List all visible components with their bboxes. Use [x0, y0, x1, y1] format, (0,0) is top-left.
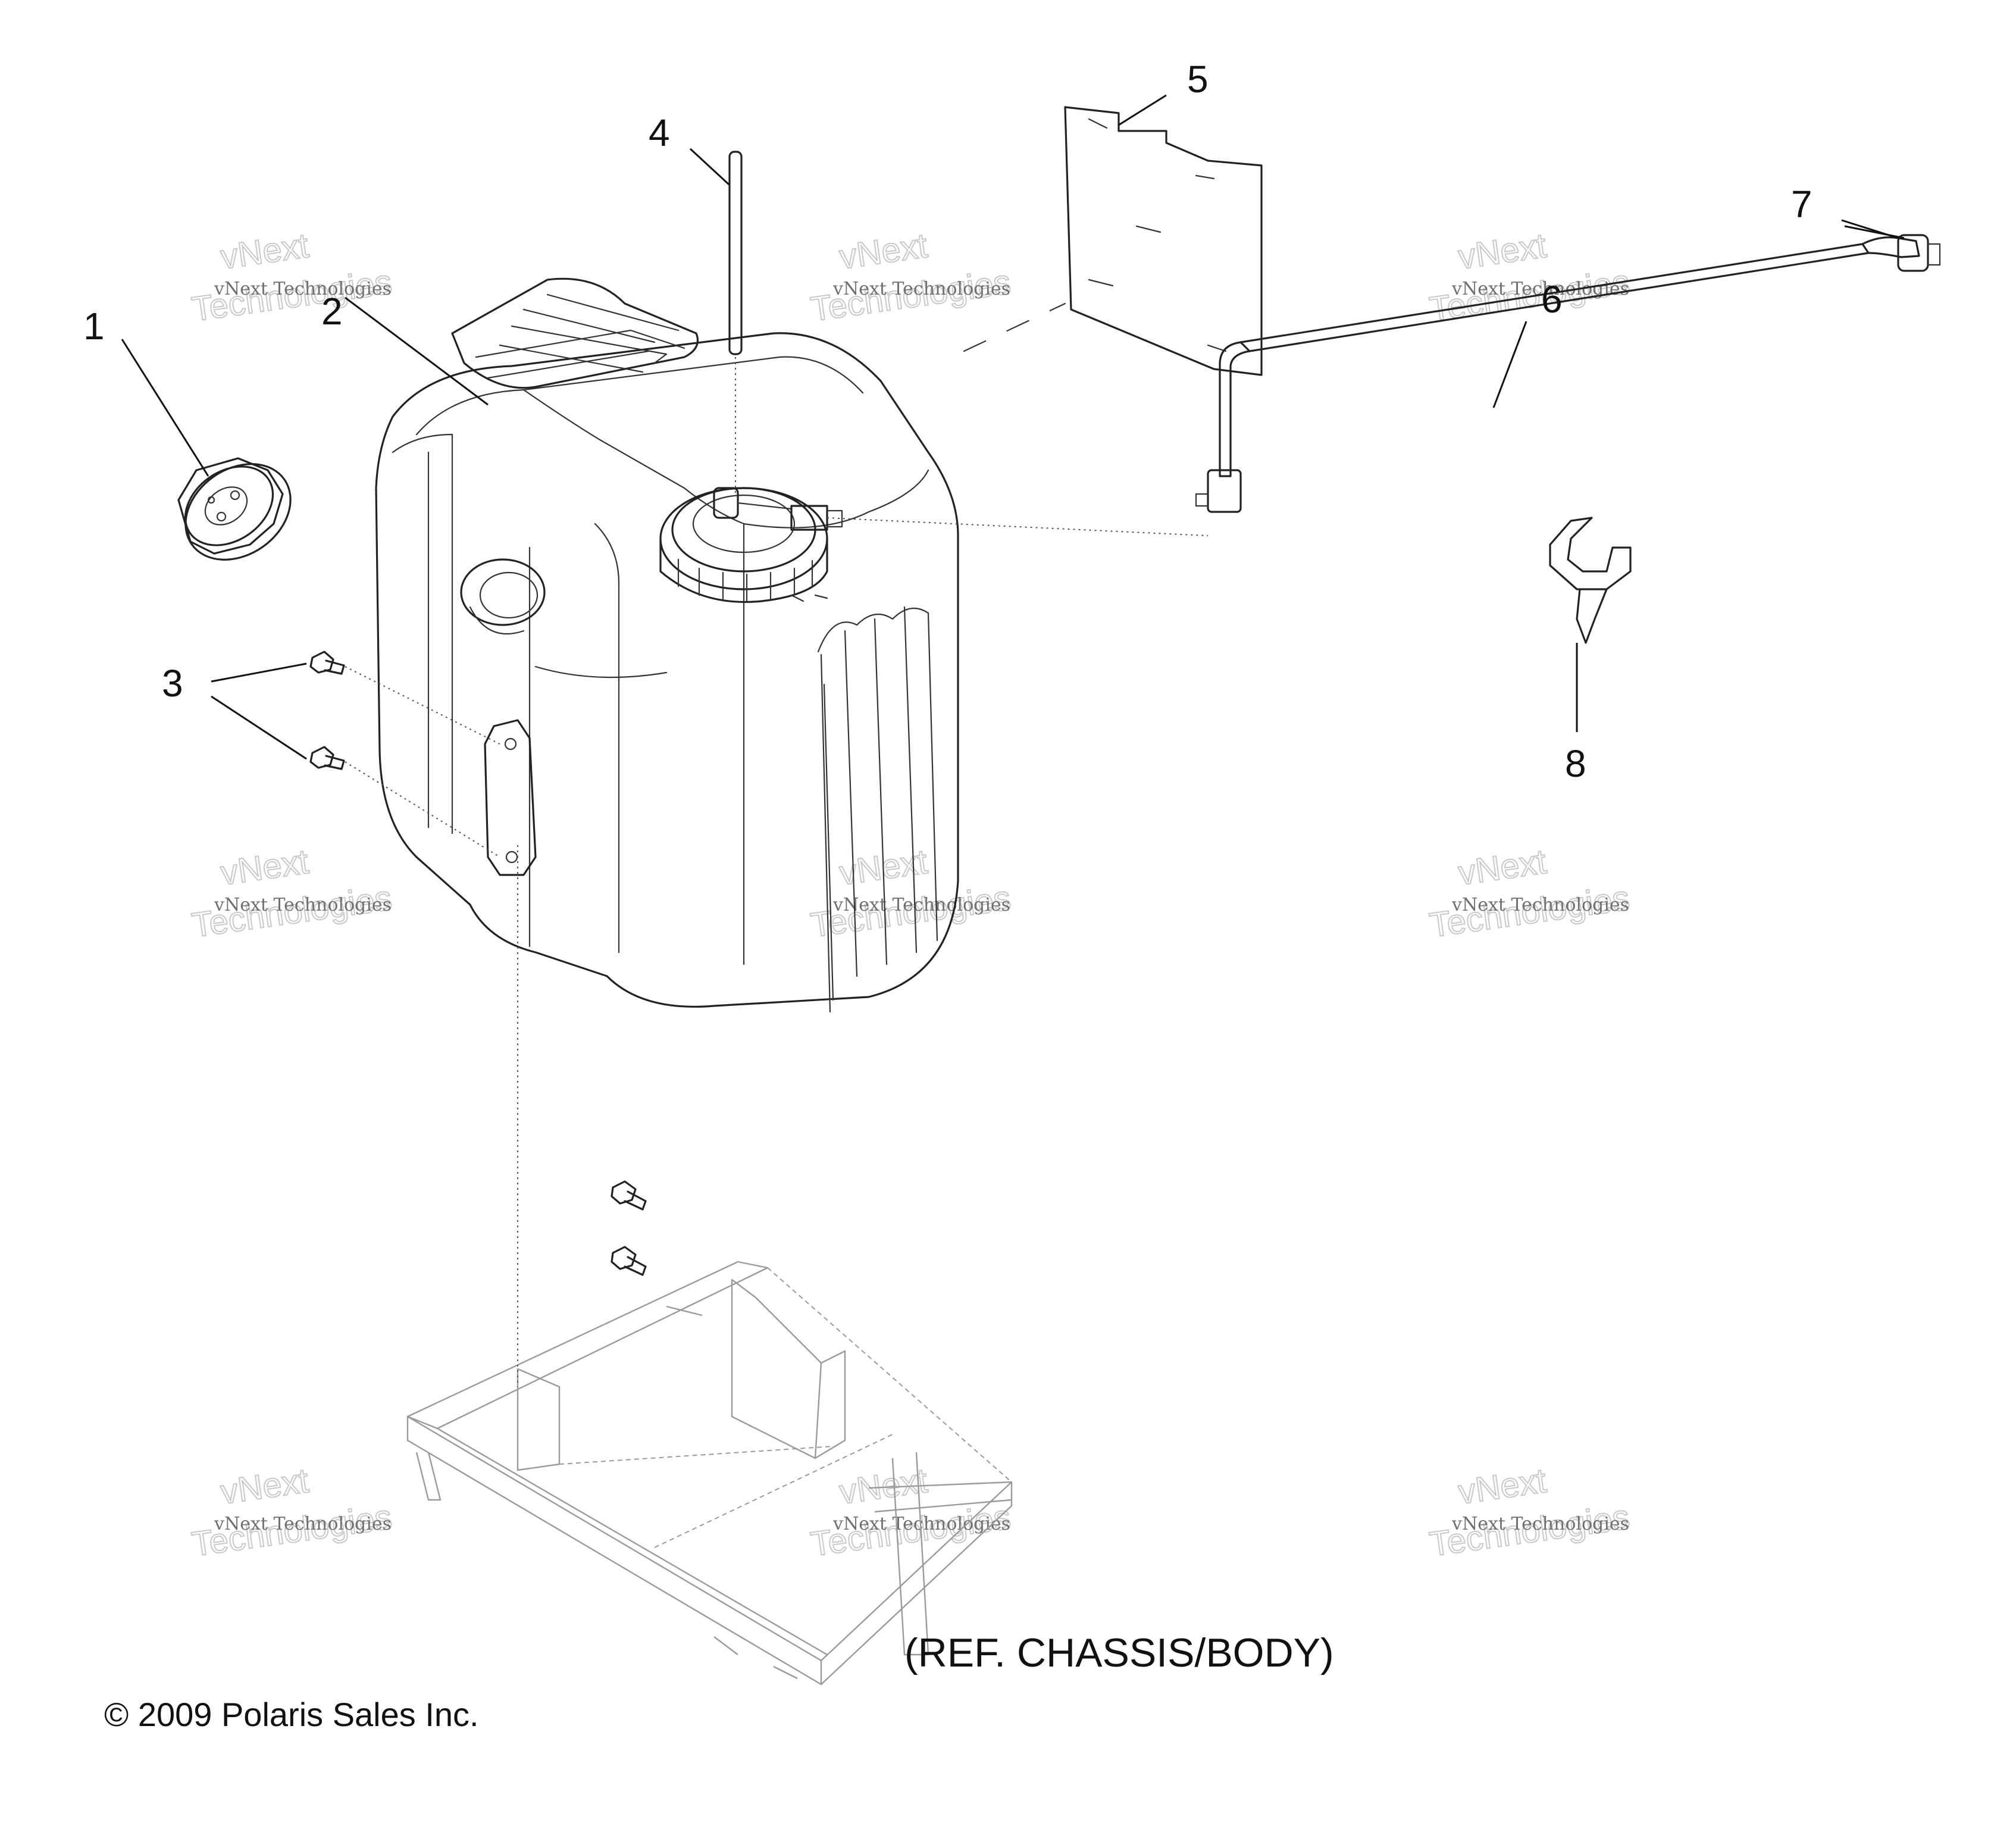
watermark-text: vNext Technologies: [1451, 279, 1629, 299]
watermark-text: vNext Technologies: [1451, 1514, 1629, 1534]
part-vent-tube[interactable]: [728, 151, 743, 494]
part-fuel-line-connector[interactable]: [1861, 234, 1941, 272]
part-decal[interactable]: [963, 106, 1263, 376]
watermark: vNext Technologies vNext Technologies: [1426, 226, 1632, 330]
guide-lines: [345, 666, 500, 858]
watermark: vNext Technologies vNext Technologies: [189, 1461, 395, 1565]
watermark-text: vNext Technologies: [1451, 895, 1629, 915]
part-fuel-cap[interactable]: [167, 445, 309, 580]
callout-8[interactable]: 8: [1565, 742, 1586, 785]
watermark-vnext: vNext: [218, 1461, 311, 1512]
leader-lines: [121, 94, 1905, 760]
watermark-vnext: vNext: [1456, 226, 1549, 277]
watermark-text: vNext Technologies: [832, 279, 1010, 299]
ref-chassis: [406, 845, 1013, 1686]
callout-4[interactable]: 4: [649, 111, 670, 154]
watermark-vnext: vNext: [1456, 1461, 1549, 1512]
reference-note: (REF. CHASSIS/BODY): [904, 1630, 1334, 1675]
watermark-vnext: vNext: [218, 842, 311, 893]
watermark-text: vNext Technologies: [214, 279, 392, 299]
callout-7[interactable]: 7: [1791, 183, 1812, 226]
watermark-vnext: vNext: [218, 226, 311, 277]
watermark: vNext Technologies vNext Technologies: [807, 226, 1013, 330]
watermark-text: vNext Technologies: [832, 895, 1010, 915]
copyright-text: © 2009 Polaris Sales Inc.: [104, 1696, 479, 1733]
watermark: vNext Technologies vNext Technologies: [1426, 842, 1632, 946]
callout-5[interactable]: 5: [1187, 58, 1209, 101]
part-clamp[interactable]: [1549, 517, 1632, 644]
callouts: 1 2 3 4 5 6 7 8: [83, 58, 1812, 785]
watermark: vNext Technologies vNext Technologies: [807, 1461, 1013, 1565]
leader-7: [1841, 219, 1899, 239]
watermark: vNext Technologies vNext Technologies: [1426, 1461, 1632, 1565]
watermark-vnext: vNext: [837, 226, 930, 277]
part-fuel-tank[interactable]: [375, 277, 959, 1013]
callout-6[interactable]: 6: [1541, 278, 1563, 321]
callout-3[interactable]: 3: [162, 662, 183, 705]
watermark-text: vNext Technologies: [214, 895, 392, 915]
callout-1[interactable]: 1: [83, 305, 105, 348]
watermark: vNext Technologies vNext Technologies: [807, 842, 1013, 946]
watermarks: vNext Technologies vNext Technologies vN…: [189, 226, 1632, 1565]
callout-2[interactable]: 2: [321, 290, 343, 333]
watermark-vnext: vNext: [1456, 842, 1549, 893]
part-bolts[interactable]: [309, 651, 647, 1276]
watermark-text: vNext Technologies: [214, 1514, 392, 1534]
watermark: vNext Technologies vNext Technologies: [189, 842, 395, 946]
